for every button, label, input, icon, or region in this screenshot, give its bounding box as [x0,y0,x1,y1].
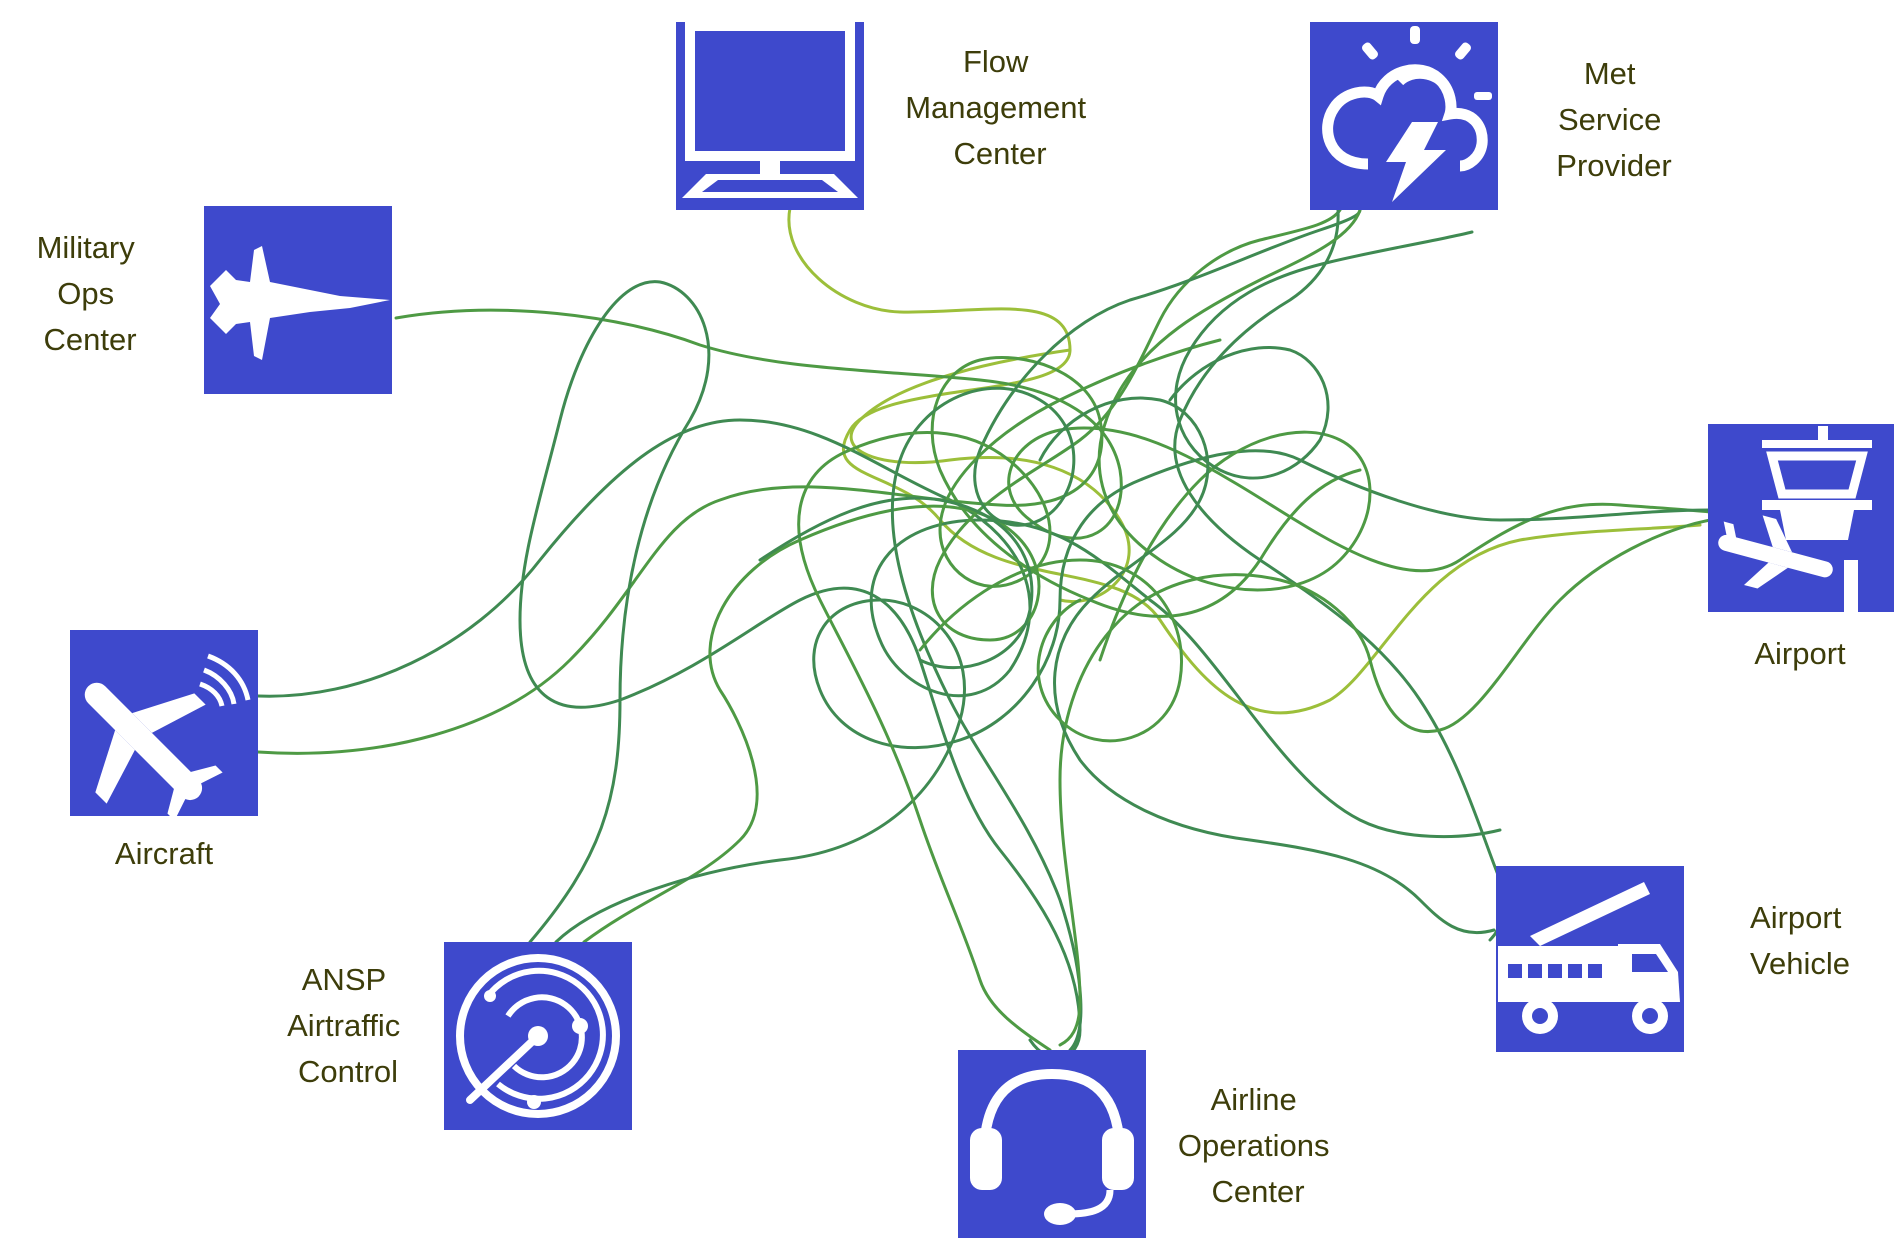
airline-ops-label: Airline Operations Center [1178,1082,1338,1209]
wire-flow-management [787,206,1702,715]
node-military-ops[interactable] [204,206,392,394]
wire-airport-vehicle [1038,396,1496,935]
wire-military-ops [394,308,1712,573]
node-flow-management[interactable] [676,21,864,210]
weather-storm-icon [1322,26,1492,202]
airport-label: Airport [1754,636,1846,671]
computer-monitor-icon [682,21,858,198]
radar-icon [456,954,620,1118]
node-met-service[interactable] [1310,22,1498,210]
control-tower-icon [1718,426,1872,612]
airport-vehicle-label: Airport Vehicle [1750,900,1850,981]
wire-ansp-long [554,449,1712,944]
node-aircraft[interactable] [39,630,258,846]
airplane-signal-icon [84,653,251,821]
wire-aircraft-upper [256,418,1502,839]
aircraft-label: Aircraft [115,836,214,871]
node-labels: Flow Management Center Met Service Provi… [37,44,1850,1209]
wire-airline-ops-a [890,208,1362,1052]
node-airport[interactable] [1708,424,1894,612]
fighter-jet-icon [210,246,390,360]
wire-met-service-b [1097,208,1372,662]
met-service-label: Met Service Provider [1556,56,1671,183]
connection-wires [256,206,1712,1060]
wire-met-service-c [1168,230,1474,480]
wire-airport-a [1058,518,1712,1047]
military-ops-label: Military Ops Center [37,230,144,357]
ansp-label: ANSP Airtraffic Control [287,962,409,1089]
headset-icon [970,1068,1134,1225]
fire-truck-icon [1498,882,1680,1034]
wire-met-service-a [1173,208,1506,942]
wire-airline-ops-b [797,338,1222,1052]
wire-flow-management-loop [849,348,1131,603]
wire-ansp-left [518,280,1082,1060]
flow-management-label: Flow Management Center [905,44,1095,171]
node-airline-ops[interactable] [958,1050,1146,1238]
wire-center-tangle-a [918,558,1183,743]
wire-ansp-right [582,208,1342,944]
node-airport-vehicle[interactable] [1496,866,1684,1052]
node-ansp[interactable] [444,942,632,1130]
wire-center-tangle-b [758,496,1034,670]
wire-aircraft-lower [256,356,1362,755]
